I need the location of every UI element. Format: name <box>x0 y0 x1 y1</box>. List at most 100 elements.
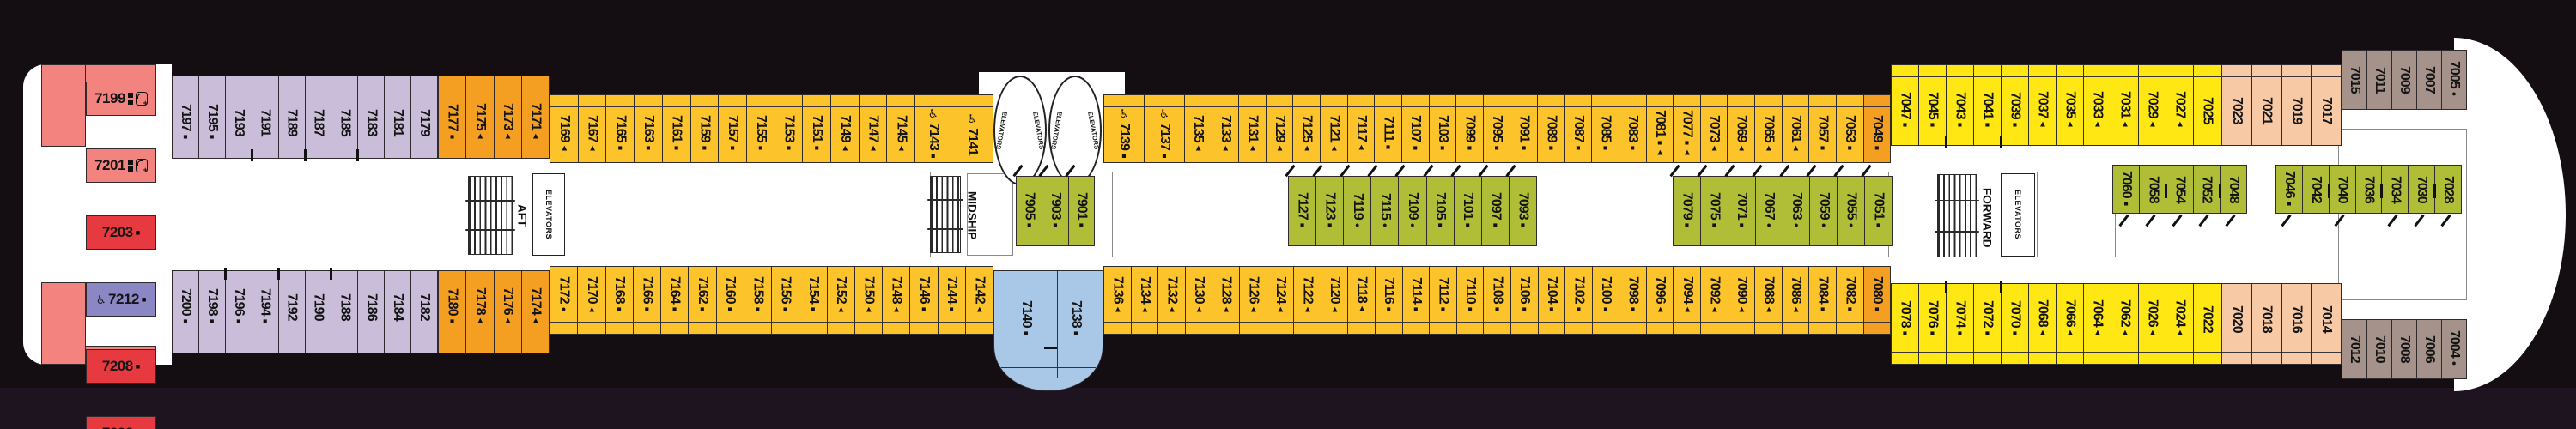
cabin-7158[interactable]: 7158 ■ <box>744 267 772 334</box>
cabin-7042[interactable]: 7042 <box>2302 166 2330 213</box>
cabin-7186[interactable]: 7186 <box>358 271 386 353</box>
cabin-7097[interactable]: 7097 ■ <box>1478 164 1510 245</box>
cabin-7039[interactable]: 7039 ■ <box>2000 65 2029 148</box>
cabin-7093[interactable]: 7093 ■ <box>1505 164 1536 245</box>
cabin-7110[interactable]: 7110 ■ <box>1456 267 1485 334</box>
cabin-7004[interactable]: 7004 ● <box>2442 320 2466 378</box>
cabin-7199[interactable]: 7199 <box>86 82 156 116</box>
cabin-7105[interactable]: 7105 ■ <box>1422 164 1455 245</box>
cabin-7130[interactable]: 7130 ▲ <box>1185 267 1213 334</box>
cabin-7069[interactable]: 7069 ▲ <box>1728 95 1755 162</box>
cabin-7192[interactable]: 7192 <box>276 268 306 353</box>
cabin-7099[interactable]: 7099 ■ <box>1456 95 1484 162</box>
cabin-7018[interactable]: 7018 <box>2251 284 2282 364</box>
cabin-7125[interactable]: 7125 ▲ <box>1293 95 1321 162</box>
cabin-7049[interactable]: 7049 ■ <box>1863 95 1891 162</box>
cabin-7045[interactable]: 7045 ■ <box>1919 65 1947 145</box>
cabin-7016[interactable]: 7016 <box>2281 284 2312 364</box>
cabin-7079[interactable]: 7079 ■ <box>1669 164 1701 245</box>
cabin-7173[interactable]: 7173 ▲ <box>494 76 522 158</box>
cabin-7157[interactable]: 7157 ■ <box>719 95 747 162</box>
cabin-7088[interactable]: 7088 ▲ <box>1755 267 1783 334</box>
cabin-7162[interactable]: 7162 ■ <box>689 267 717 334</box>
cabin-7005[interactable]: 7005 ● <box>2442 51 2466 109</box>
cabin-7203[interactable]: 7203■ <box>86 215 156 250</box>
cabin-7068[interactable]: 7068 ▲ <box>2029 284 2057 364</box>
cabin-7198[interactable]: 7198 ■ <box>198 271 226 353</box>
cabin-7104[interactable]: 7104 ■ <box>1538 267 1566 334</box>
cabin-7112[interactable]: 7112 ■ <box>1430 267 1457 334</box>
cabin-7171[interactable]: 7171 ▲ <box>521 76 549 158</box>
cabin-7108[interactable]: 7108 ■ <box>1484 267 1511 334</box>
cabin-7181[interactable]: 7181 <box>385 76 412 158</box>
cabin-7139[interactable]: ♿ 7139 ■ <box>1104 95 1145 162</box>
cabin-7133[interactable]: 7133 ▲ <box>1212 95 1240 162</box>
cabin-7100[interactable]: 7100 ■ <box>1592 267 1620 334</box>
cabin-7064[interactable]: 7064 ▲ <box>2084 284 2111 364</box>
cabin-7212[interactable]: ♿ 7212■ <box>86 282 156 317</box>
cabin-7146[interactable]: 7146 ■ <box>910 267 939 334</box>
cabin-7121[interactable]: 7121 ▲ <box>1321 95 1348 162</box>
cabin-7164[interactable]: 7164 ■ <box>661 267 690 334</box>
cabin-7053[interactable]: 7053 ■ <box>1836 95 1864 162</box>
cabin-7185[interactable]: 7185 <box>331 76 359 158</box>
cabin-7159[interactable]: 7159 ■ <box>690 95 720 162</box>
cabin-7075[interactable]: 7075 ■ <box>1697 164 1728 245</box>
cabin-7010[interactable]: 7010 <box>2367 320 2392 378</box>
cabin-7168[interactable]: 7168 ■ <box>605 267 634 334</box>
cabin-7008[interactable]: 7008 <box>2392 320 2417 378</box>
cabin-7111[interactable]: 7111 ■ <box>1375 95 1402 162</box>
cabin-7128[interactable]: 7128 ▲ <box>1212 267 1240 334</box>
cabin-7067[interactable]: 7067 ● <box>1752 164 1783 245</box>
cabin-7015[interactable]: 7015 <box>2342 51 2367 109</box>
cabin-7098[interactable]: 7098 ■ <box>1619 267 1647 334</box>
cabin-7086[interactable]: 7086 ▲ <box>1782 267 1810 334</box>
cabin-7152[interactable]: 7152 ▲ <box>827 267 855 334</box>
cabin-7187[interactable]: 7187 <box>303 76 332 161</box>
cabin-7081[interactable]: 7081 ■ ▲ <box>1646 95 1674 162</box>
cabin-7091[interactable]: 7091 ■ <box>1510 95 1538 162</box>
cabin-7009[interactable]: 7009 <box>2392 51 2417 109</box>
cabin-7194[interactable]: 7194 ■ <box>252 271 279 353</box>
cabin-7051[interactable]: 7051 ■ <box>1861 164 1892 245</box>
cabin-7114[interactable]: 7114 ■ <box>1402 267 1431 334</box>
cabin-7188[interactable]: 7188 <box>330 268 359 353</box>
cabin-7172[interactable]: 7172 ● <box>550 267 579 334</box>
cabin-7078[interactable]: 7078 ■ <box>1892 284 1919 364</box>
cabin-7035[interactable]: 7035 ▲ <box>2057 65 2084 145</box>
cabin-7180[interactable]: 7180 ■ <box>439 271 467 353</box>
cabin-7030[interactable]: 7030 <box>2409 166 2436 227</box>
cabin-7070[interactable]: 7070 ■ <box>2000 281 2029 364</box>
cabin-7176[interactable]: 7176 ▲ <box>494 271 522 353</box>
cabin-7092[interactable]: 7092 ▲ <box>1701 267 1728 334</box>
cabin-7062[interactable]: 7062 ▲ <box>2111 284 2139 364</box>
cabin-7087[interactable]: 7087 ■ <box>1564 95 1593 162</box>
cabin-7096[interactable]: 7096 ▲ <box>1646 267 1674 334</box>
cabin-7020[interactable]: 7020 <box>2222 284 2252 364</box>
cabin-7190[interactable]: 7190 <box>305 271 332 353</box>
cabin-7184[interactable]: 7184 <box>385 271 412 353</box>
cabin-7127[interactable]: 7127 ■ <box>1285 164 1317 245</box>
cabin-7135[interactable]: 7135 ▲ <box>1184 95 1212 162</box>
cabin-7065[interactable]: 7065 ▲ <box>1755 95 1783 162</box>
cabin-7120[interactable]: 7120 ▲ <box>1321 267 1349 334</box>
cabin-7052[interactable]: 7052 <box>2193 166 2221 227</box>
cabin-7148[interactable]: 7148 ▲ <box>883 267 911 334</box>
cabin-7071[interactable]: 7071 ■ <box>1724 164 1756 245</box>
cabin-7058[interactable]: 7058 <box>2140 166 2167 227</box>
cabin-7144[interactable]: 7144 ■ <box>938 267 966 334</box>
cabin-7080[interactable]: 7080 ■ <box>1863 267 1891 334</box>
cabin-7037[interactable]: 7037 ▲ <box>2029 65 2057 145</box>
cabin-7197[interactable]: 7197 ■ <box>173 76 199 158</box>
cabin-7131[interactable]: 7131 ▲ <box>1239 95 1267 162</box>
cabin-7025[interactable]: 7025 <box>2194 65 2221 145</box>
cabin-7149[interactable]: 7149 ▲ <box>831 95 860 162</box>
cabin-7142[interactable]: 7142 ▲ <box>965 267 993 334</box>
cabin-7029[interactable]: 7029 ▲ <box>2139 65 2166 145</box>
cabin-7077[interactable]: 7077 ■ ▲ <box>1674 95 1701 162</box>
cabin-7905[interactable]: 7905 ■ <box>1012 164 1043 245</box>
cabin-7145[interactable]: 7145 ▲ <box>887 95 916 162</box>
cabin-7115[interactable]: 7115 ● <box>1367 164 1400 245</box>
cabin-7074[interactable]: 7074 ■ <box>1945 281 1974 364</box>
cabin-7102[interactable]: 7102 ■ <box>1565 267 1593 334</box>
